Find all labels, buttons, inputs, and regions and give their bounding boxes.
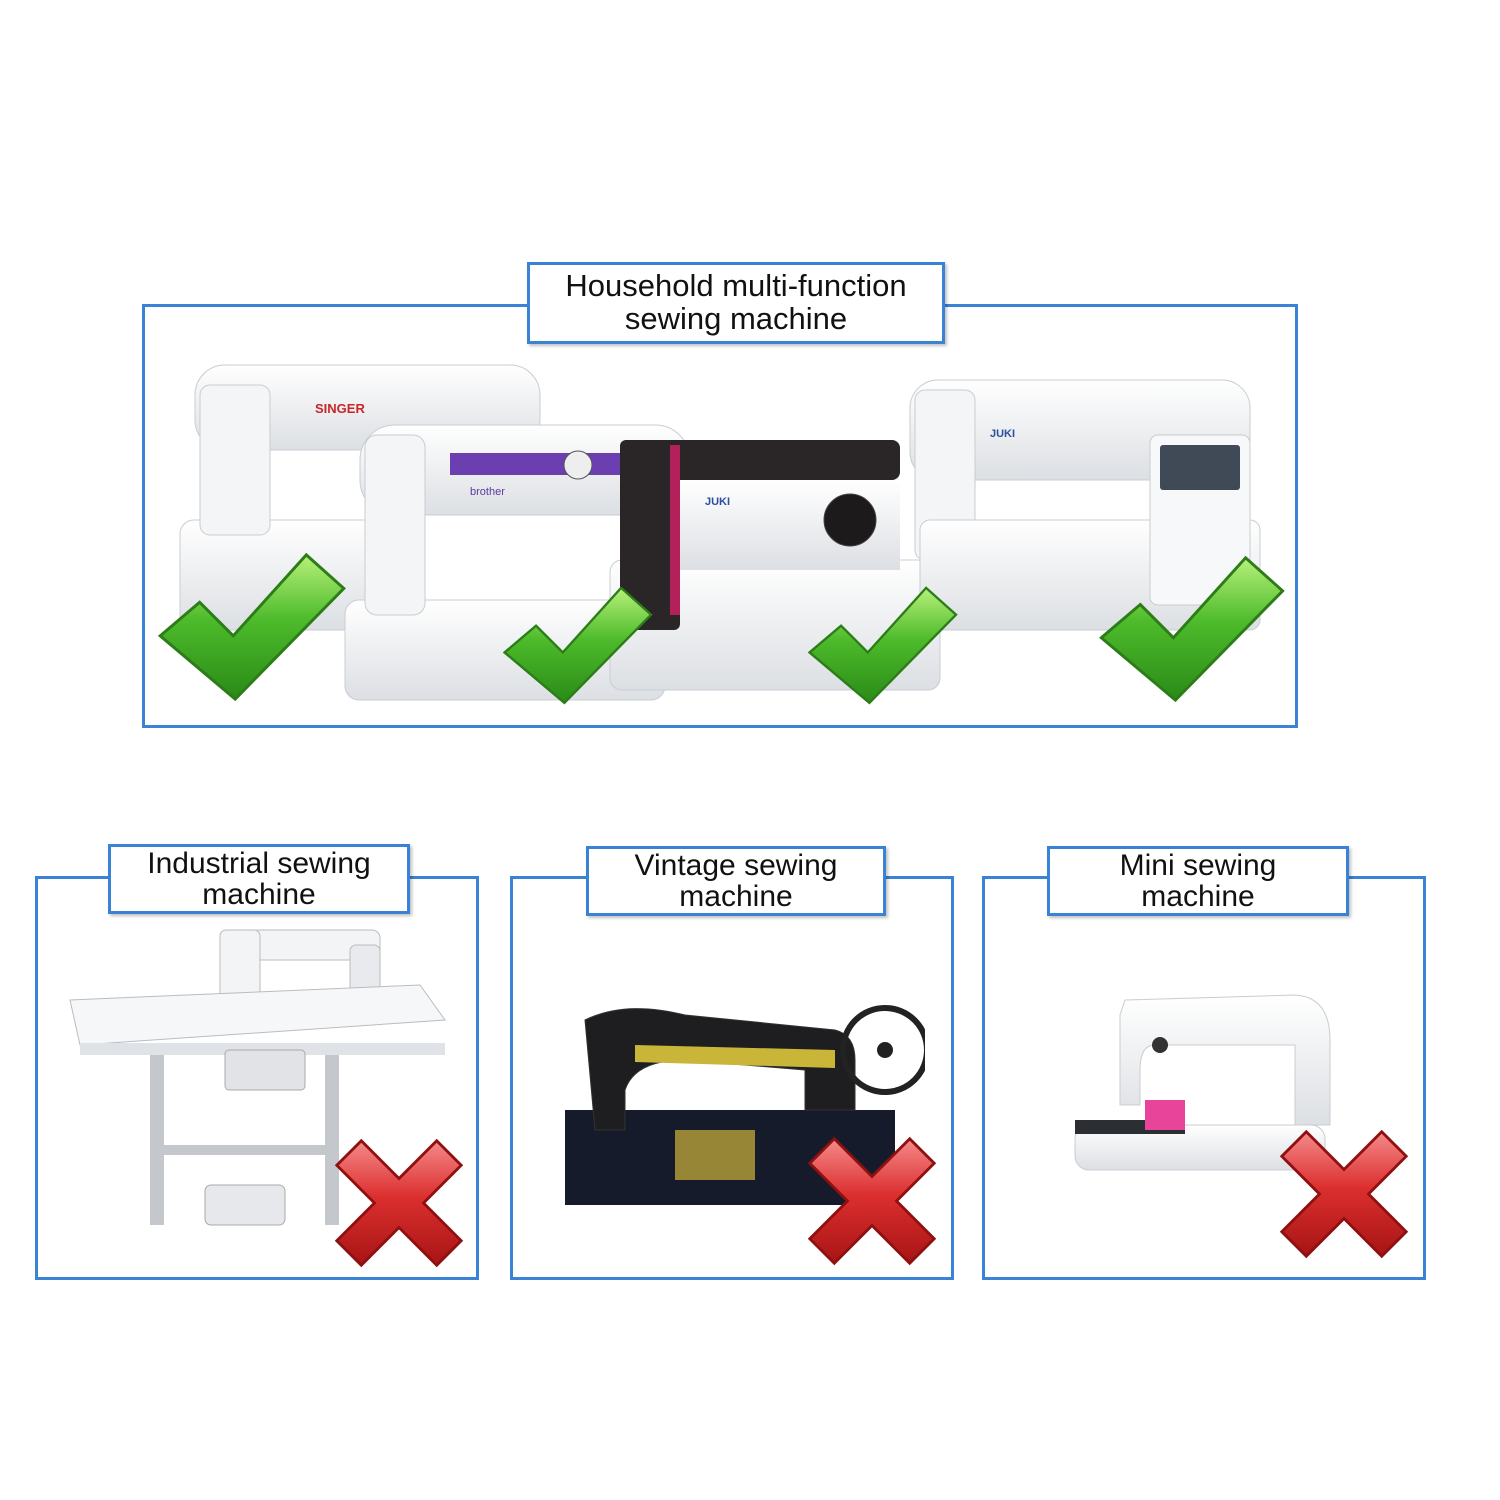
vintage-label-line2: machine: [679, 880, 793, 913]
vintage-machine-illustration: [565, 990, 925, 1210]
brand-juki-1: JUKI: [705, 496, 730, 508]
industrial-machine-illustration: [60, 925, 455, 1265]
juki-machine-dark: JUKI: [609, 440, 941, 691]
industrial-label-line2: machine: [202, 878, 316, 911]
check-icon: [152, 545, 350, 703]
mini-label: Mini sewing machine: [1047, 846, 1349, 916]
check-icon: [498, 580, 656, 706]
juki-machine-computerized: JUKI: [909, 379, 1261, 631]
mini-machine-illustration: [1065, 985, 1365, 1185]
check-icon: [803, 580, 961, 706]
industrial-label-line1: Industrial sewing: [147, 846, 371, 880]
vintage-label-line1: Vintage sewing: [634, 848, 838, 882]
industrial-label: Industrial sewing machine: [108, 844, 410, 914]
cross-icon: [806, 1135, 938, 1267]
mini-label-line1: Mini sewing: [1119, 848, 1277, 882]
cross-icon: [1278, 1128, 1410, 1260]
household-label: Household multi-function sewing machine: [527, 262, 945, 344]
brand-singer: SINGER: [315, 401, 365, 416]
mini-label-line2: machine: [1141, 880, 1255, 913]
household-label-line1: Household multi-function: [565, 268, 907, 304]
household-label-line2: sewing machine: [624, 301, 848, 336]
brand-juki-2: JUKI: [990, 428, 1015, 440]
check-icon: [1093, 548, 1289, 704]
brand-brother: brother: [470, 486, 505, 498]
vintage-label: Vintage sewing machine: [586, 846, 886, 916]
cross-icon: [333, 1137, 465, 1269]
